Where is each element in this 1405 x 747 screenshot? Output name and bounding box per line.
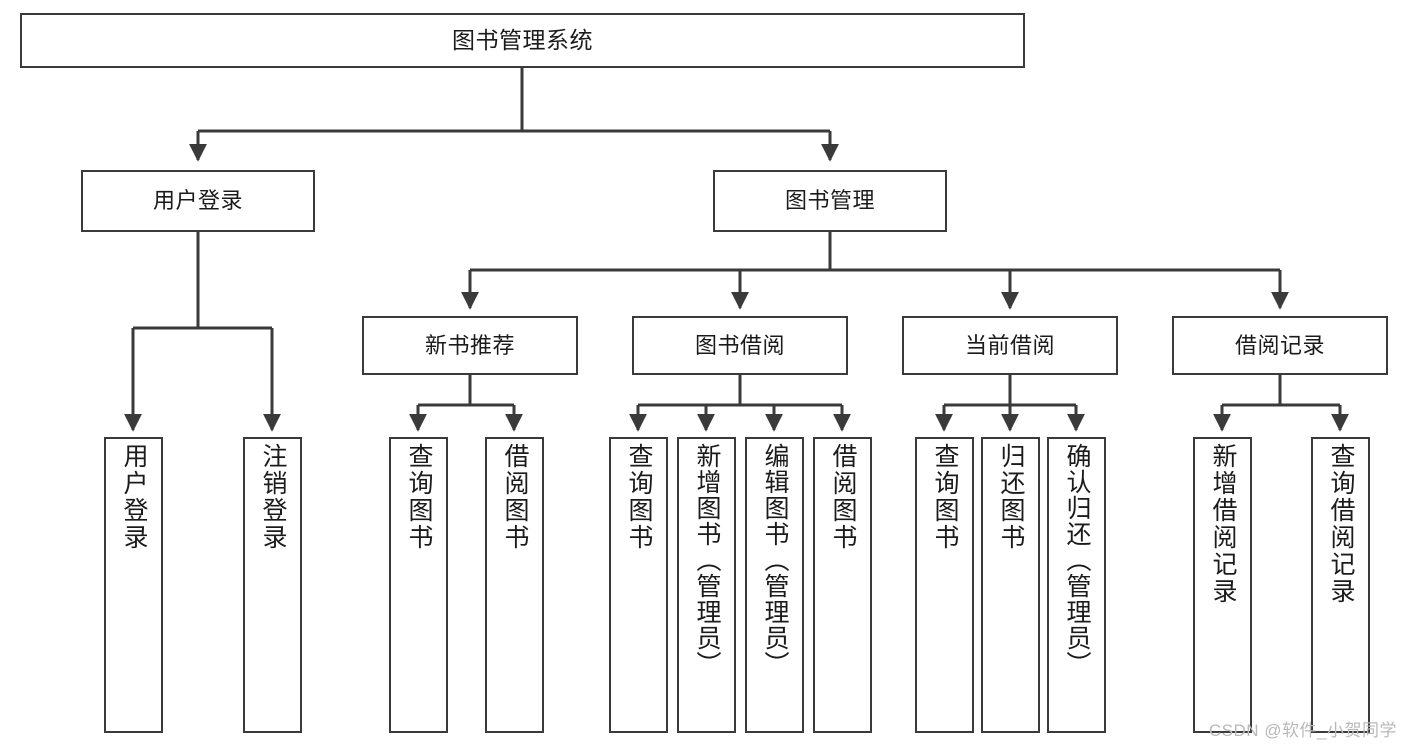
node-book-borrow[interactable]: 图书借阅 (632, 316, 848, 375)
node-label: 编辑图书（管理员） (761, 443, 789, 677)
node-label: 归还图书 (997, 443, 1025, 551)
node-label: 查询借阅记录 (1327, 443, 1355, 605)
node-label: 当前借阅 (964, 332, 1055, 358)
node-label: 查询图书 (931, 443, 959, 551)
leaf-record-add-record[interactable]: 新增借阅记录 (1193, 437, 1252, 733)
node-label: 图书借阅 (694, 332, 785, 358)
node-label: 确认归还（管理员） (1063, 443, 1091, 677)
leaf-current-return-book[interactable]: 归还图书 (981, 437, 1040, 733)
leaf-user-login-logout[interactable]: 注销登录 (243, 437, 302, 733)
node-label: 用户登录 (120, 443, 148, 551)
leaf-recommend-borrow-book[interactable]: 借阅图书 (485, 437, 544, 733)
node-label: 注销登录 (259, 443, 287, 551)
leaf-borrow-query-book[interactable]: 查询图书 (609, 437, 668, 733)
node-label: 新增图书（管理员） (693, 443, 721, 677)
node-current-borrow[interactable]: 当前借阅 (902, 316, 1118, 375)
node-new-book-recommend[interactable]: 新书推荐 (362, 316, 578, 375)
watermark: CSDN @软件_小贺同学 (1208, 721, 1397, 740)
leaf-record-query-record[interactable]: 查询借阅记录 (1311, 437, 1370, 733)
leaf-user-login-login[interactable]: 用户登录 (104, 437, 163, 733)
node-label: 借阅图书 (501, 443, 529, 551)
node-label: 用户登录 (152, 188, 243, 214)
node-label: 借阅记录 (1234, 332, 1325, 358)
node-label: 新书推荐 (424, 332, 515, 358)
leaf-current-confirm-return-admin[interactable]: 确认归还（管理员） (1047, 437, 1106, 733)
leaf-current-query-book[interactable]: 查询图书 (915, 437, 974, 733)
node-book-management[interactable]: 图书管理 (713, 170, 947, 232)
node-user-login[interactable]: 用户登录 (81, 170, 315, 232)
node-borrow-record[interactable]: 借阅记录 (1172, 316, 1388, 375)
node-label: 图书管理 (784, 188, 875, 214)
node-label: 查询图书 (625, 443, 653, 551)
leaf-recommend-query-book[interactable]: 查询图书 (389, 437, 448, 733)
node-label: 查询图书 (405, 443, 433, 551)
node-root-system[interactable]: 图书管理系统 (20, 13, 1025, 68)
leaf-borrow-borrow-book[interactable]: 借阅图书 (813, 437, 872, 733)
leaf-borrow-edit-book-admin[interactable]: 编辑图书（管理员） (745, 437, 804, 733)
leaf-borrow-add-book-admin[interactable]: 新增图书（管理员） (677, 437, 736, 733)
node-label: 图书管理系统 (452, 26, 593, 53)
node-label: 借阅图书 (829, 443, 857, 551)
node-label: 新增借阅记录 (1209, 443, 1237, 605)
